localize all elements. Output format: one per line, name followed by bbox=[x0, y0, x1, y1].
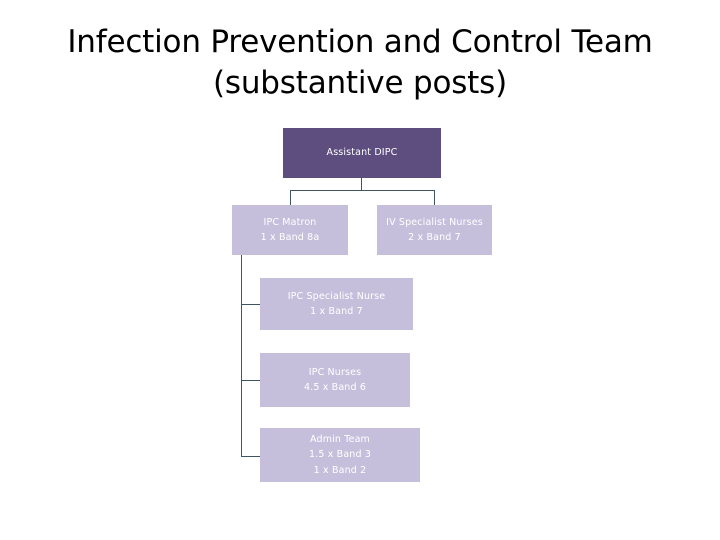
org-node-detail-secondary: 1 x Band 2 bbox=[313, 464, 367, 476]
org-node-admin-team[interactable]: Admin Team 1.5 x Band 3 1 x Band 2 bbox=[260, 428, 420, 482]
org-node-label: IV Specialist Nurses bbox=[386, 216, 483, 228]
connector-drop-iv-specialist-nurses bbox=[434, 190, 435, 205]
org-node-iv-specialist-nurses[interactable]: IV Specialist Nurses 2 x Band 7 bbox=[377, 205, 492, 255]
connector-elbow-ipc-nurses bbox=[241, 380, 261, 381]
title-line-secondary: (substantive posts) bbox=[213, 64, 507, 101]
page-title: Infection Prevention and Control Team (s… bbox=[24, 22, 696, 104]
org-node-assistant-dipc[interactable]: Assistant DIPC bbox=[283, 128, 441, 178]
connector-elbow-admin-team bbox=[241, 456, 261, 457]
org-node-ipc-matron[interactable]: IPC Matron 1 x Band 8a bbox=[232, 205, 348, 255]
org-node-label: IPC Nurses bbox=[308, 366, 362, 378]
org-node-label: IPC Specialist Nurse bbox=[287, 290, 386, 302]
connector-elbow-ipc-specialist-nurse bbox=[241, 304, 261, 305]
connector-matron-spine bbox=[241, 255, 242, 456]
org-node-detail: 4.5 x Band 6 bbox=[303, 382, 367, 393]
org-node-label: Admin Team bbox=[310, 433, 370, 445]
org-node-detail: 1.5 x Band 3 bbox=[308, 449, 372, 461]
org-node-ipc-nurses[interactable]: IPC Nurses 4.5 x Band 6 bbox=[260, 353, 410, 407]
connector-root-stem bbox=[361, 178, 362, 190]
connector-drop-ipc-matron bbox=[290, 190, 291, 205]
title-line-primary: Infection Prevention and Control Team bbox=[67, 24, 653, 60]
connector-level-two-bar bbox=[290, 190, 435, 191]
org-node-ipc-specialist-nurse[interactable]: IPC Specialist Nurse 1 x Band 7 bbox=[260, 278, 413, 330]
org-node-detail: 1 x Band 7 bbox=[310, 306, 363, 317]
org-node-label: Assistant DIPC bbox=[326, 147, 398, 159]
org-node-detail: 1 x Band 8a bbox=[260, 232, 320, 243]
org-node-label: IPC Matron bbox=[263, 216, 317, 228]
org-node-detail: 2 x Band 7 bbox=[408, 232, 461, 243]
